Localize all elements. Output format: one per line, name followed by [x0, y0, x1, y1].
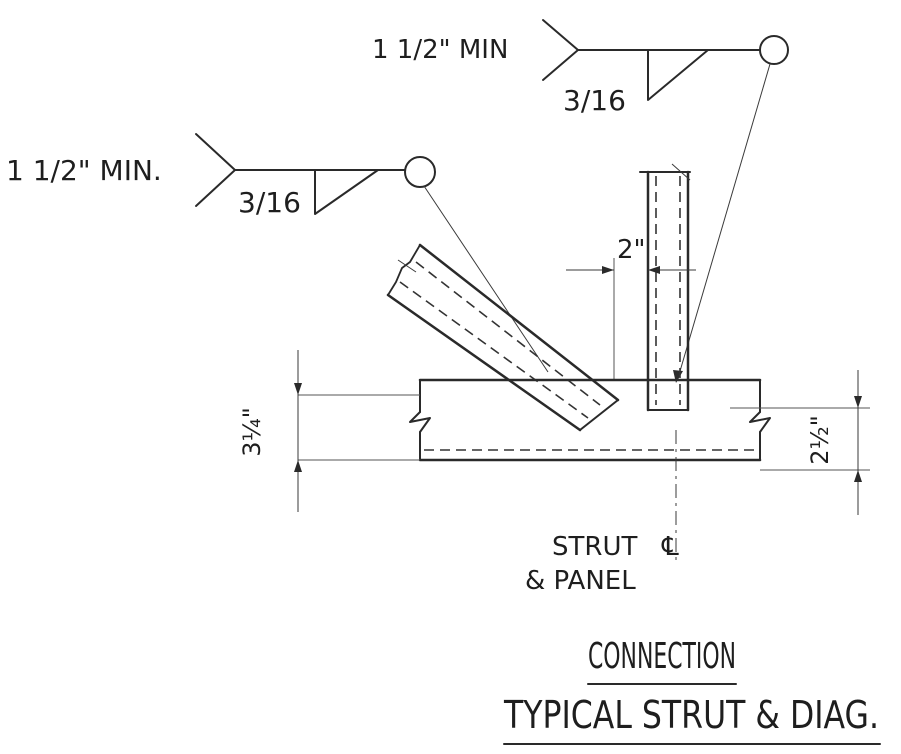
weld-size-text-top: 3/16 [563, 84, 626, 117]
centerline-symbol: ℄ [661, 532, 679, 562]
title-typical-strut: TYPICAL STRUT & DIAG. [503, 693, 879, 737]
weld-all-around-circle-left [404, 156, 436, 188]
dimension-right: 2½" [730, 370, 870, 515]
weld-all-around-circle-top [759, 35, 789, 65]
strut-label: STRUT [552, 532, 637, 562]
title-connection: CONNECTION [588, 636, 736, 677]
weld-length-text-top: 1 1/2" MIN [372, 35, 508, 65]
fillet-weld-symbol-top [647, 49, 709, 101]
fillet-weld-symbol-left [314, 169, 379, 215]
diagonal-member [386, 243, 620, 432]
weld-tail-left [195, 133, 236, 207]
weld-length-text-left: 1 1/2" MIN. [6, 154, 162, 187]
weld-leader-top [677, 63, 771, 379]
left-height-dimension-text: 3¼" [238, 407, 266, 457]
weld-tail-top [542, 19, 579, 81]
dimension-2in: 2" [566, 235, 696, 380]
weld-callout-left: 1 1/2" MIN. 3/16 [6, 133, 549, 373]
break-line-right [749, 411, 771, 433]
gap-dimension-text: 2" [617, 235, 646, 265]
break-line-left [409, 411, 431, 433]
weld-size-text-left: 3/16 [238, 186, 301, 219]
vertical-strut [639, 163, 691, 412]
right-height-dimension-text: 2½" [806, 415, 834, 465]
dimension-left: 3¼" [238, 350, 420, 512]
weld-leader-left [423, 185, 549, 373]
panel-label: & PANEL [525, 566, 636, 596]
panel-section [409, 378, 771, 560]
